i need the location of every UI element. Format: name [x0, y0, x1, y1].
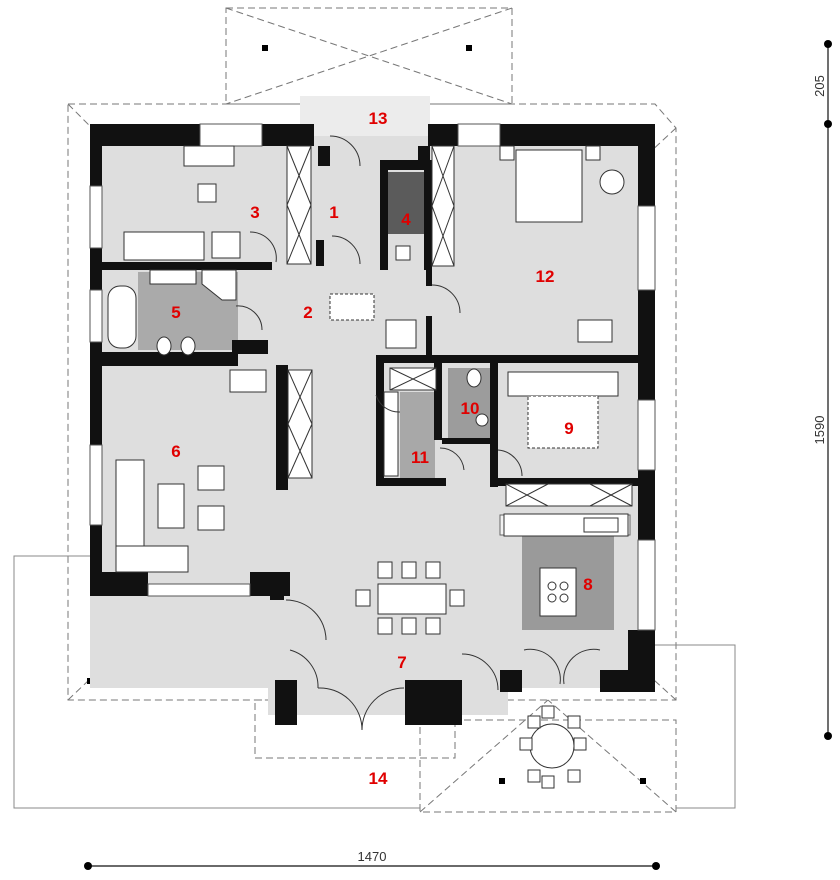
room-numbers: 1 2 3 4 5 6 7 8 9 10 11 12 13 14	[171, 109, 592, 788]
door-swings	[235, 135, 601, 731]
shower-icon	[201, 269, 237, 301]
sink-icon	[395, 245, 411, 261]
rug-icon	[527, 395, 599, 449]
nightstand-icon	[585, 145, 601, 161]
sink-icon	[475, 413, 489, 427]
closets	[286, 145, 633, 507]
plant-icon	[599, 169, 625, 195]
sink-icon	[583, 517, 619, 533]
kitchen-island-icon	[539, 567, 577, 617]
room-number-10: 10	[461, 399, 480, 418]
armchair-icon	[197, 505, 225, 531]
fireplace-icon	[577, 319, 613, 343]
room-number-3: 3	[250, 203, 259, 222]
room-number-5: 5	[171, 303, 180, 322]
room-number-1: 1	[329, 203, 338, 222]
dimension-height: 1590	[812, 416, 827, 445]
room-number-9: 9	[564, 419, 573, 438]
bathtub-icon	[107, 285, 137, 349]
desk-icon	[183, 145, 235, 167]
room-number-7: 7	[397, 653, 406, 672]
hall-chair-icon	[385, 319, 417, 349]
windows	[89, 123, 656, 631]
sofa-icon	[115, 459, 145, 551]
room-number-4: 4	[401, 210, 411, 229]
armchair-icon	[211, 231, 241, 259]
sofa-icon	[115, 545, 189, 573]
dimension-horizontal: 1470	[84, 849, 660, 870]
bench-icon	[329, 293, 375, 321]
nightstand-icon	[499, 145, 515, 161]
toilet-icon	[466, 368, 482, 388]
fireplace-icon	[229, 369, 267, 393]
dimension-vertical: 205 1590	[812, 40, 832, 740]
terrace-outline	[13, 555, 736, 809]
room-number-8: 8	[583, 575, 592, 594]
sink-icon	[149, 269, 197, 285]
room-number-14: 14	[369, 769, 388, 788]
round-table-icon	[529, 723, 575, 769]
room-number-2: 2	[303, 303, 312, 322]
sofa-icon	[123, 231, 205, 261]
sofa-icon	[507, 371, 619, 397]
dimension-porch: 205	[812, 75, 827, 97]
room-number-13: 13	[369, 109, 388, 128]
toilet-icon	[156, 336, 172, 356]
chair-icon	[197, 183, 217, 203]
room-number-6: 6	[171, 442, 180, 461]
dining-table-icon	[377, 583, 447, 615]
dimension-width: 1470	[358, 849, 387, 864]
bed-icon	[515, 149, 583, 223]
bidet-icon	[180, 336, 196, 356]
room-number-11: 11	[411, 448, 429, 467]
armchair-icon	[197, 465, 225, 491]
room-number-12: 12	[536, 267, 555, 286]
furniture	[107, 145, 629, 789]
coffee-table-icon	[157, 483, 185, 529]
